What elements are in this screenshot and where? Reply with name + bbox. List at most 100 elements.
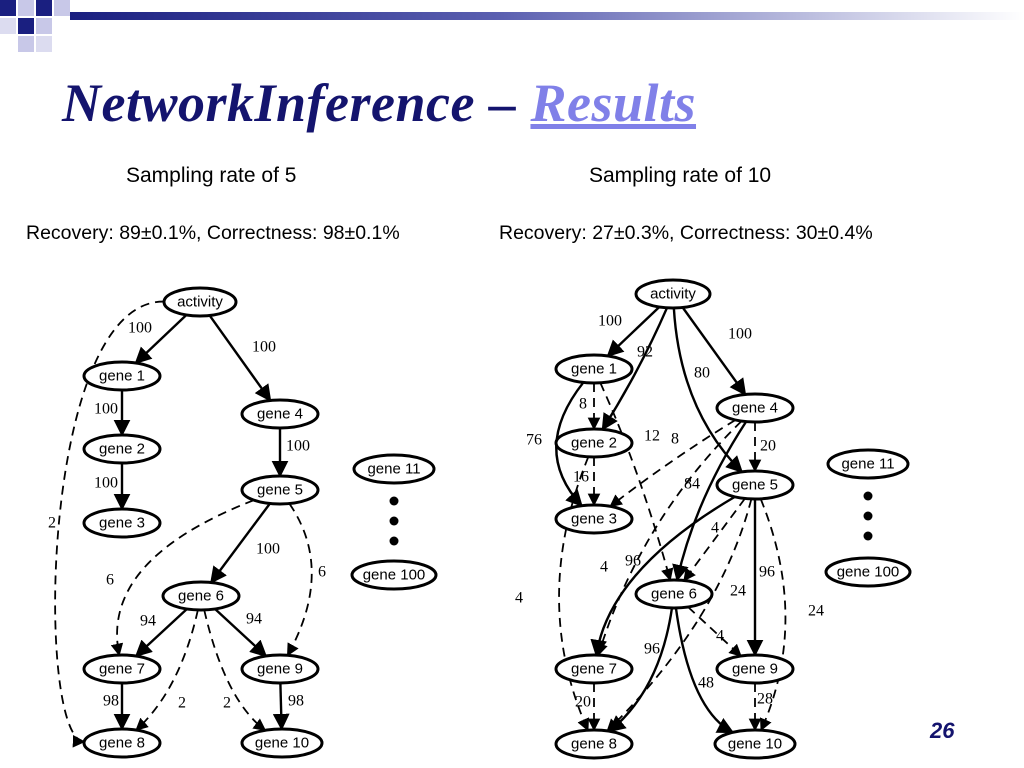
node-gene6-label: gene 6 (651, 586, 697, 603)
node-gene2-label: gene 2 (99, 441, 145, 458)
edge-label-activity-to-gene1: 100 (598, 313, 622, 330)
edge-gene6-to-gene7 (134, 608, 188, 658)
results-link[interactable]: Results (530, 73, 697, 133)
left-stats: Recovery: 89±0.1%, Correctness: 98±0.1% (26, 222, 400, 244)
edge-label-gene6-to-gene10: 48 (698, 675, 714, 692)
node-gene4-label: gene 4 (732, 400, 778, 417)
edge-label-gene9-to-gene10: 98 (288, 693, 304, 710)
right-stats: Recovery: 27±0.3%, Correctness: 30±0.4% (499, 222, 873, 244)
edge-gene9-to-gene10 (272, 682, 290, 731)
edge-gene6-to-gene8 (608, 607, 674, 733)
node-gene100-label: gene 100 (837, 564, 900, 581)
node-gene10-label: gene 10 (255, 735, 309, 752)
edge-label-gene9-to-gene10: 28 (757, 691, 773, 708)
node-activity: activity (634, 278, 712, 310)
edge-label-activity-to-gene2: 92 (637, 344, 653, 361)
edge-label-gene5-to-gene10: 24 (808, 603, 824, 620)
left-subtitle: Sampling rate of 5 (126, 164, 297, 187)
edge-gene1-to-gene6 (599, 382, 674, 582)
node-gene11-label: gene 11 (367, 461, 420, 478)
edge-activity-to-gene5 (672, 307, 744, 474)
node-gene1: gene 1 (82, 360, 162, 392)
edge-gene4-to-gene3 (609, 419, 736, 508)
title-main: NetworkInference (62, 73, 475, 133)
node-gene1-label: gene 1 (571, 361, 617, 378)
node-gene9: gene 9 (715, 653, 795, 685)
edge-label-gene2-to-gene8: 4 (515, 590, 523, 607)
node-gene2: gene 2 (82, 433, 162, 465)
edge-gene5-to-gene6 (683, 497, 746, 582)
node-gene8-shape (82, 727, 162, 759)
edge-activity-to-gene1 (606, 306, 661, 358)
edge-label-activity-to-gene8: 2 (48, 515, 56, 532)
edge-gene6-to-gene8 (135, 609, 199, 731)
node-gene4-shape (240, 398, 320, 430)
node-gene10-shape (713, 728, 797, 760)
edge-gene6-to-gene9 (214, 608, 268, 658)
node-gene11-shape (352, 453, 436, 485)
node-gene3-label: gene 3 (99, 515, 145, 532)
node-gene6: gene 6 (634, 578, 714, 610)
node-gene9-shape (715, 653, 795, 685)
node-activity: activity (162, 286, 238, 318)
node-gene100-shape (824, 556, 912, 588)
node-gene3-shape (82, 507, 162, 539)
edge-label-gene5-to-gene6: 100 (256, 541, 280, 558)
edge-label-gene5-to-gene9: 6 (318, 564, 326, 581)
node-gene5: gene 5 (715, 469, 795, 501)
edge-label-gene5-to-gene8: 24 (730, 583, 746, 600)
title-separator: – (474, 73, 531, 133)
node-activity-shape (162, 286, 238, 318)
node-gene1-shape (554, 353, 634, 385)
node-gene10-shape (240, 727, 324, 759)
node-gene7: gene 7 (82, 653, 162, 685)
edge-label-gene6-to-gene9: 4 (716, 628, 724, 645)
node-gene3: gene 3 (554, 503, 634, 535)
node-gene7-shape (554, 653, 634, 685)
edge-label-activity-to-gene4: 100 (252, 339, 276, 356)
node-activity-label: activity (177, 294, 223, 311)
edge-gene5-to-gene7 (590, 495, 736, 657)
node-gene11-shape (826, 448, 910, 480)
edge-gene5-to-gene8 (606, 498, 753, 732)
node-gene10-label: gene 10 (728, 736, 782, 753)
edge-label-gene4-to-gene5: 100 (286, 438, 310, 455)
node-gene6: gene 6 (161, 580, 241, 612)
node-gene3-shape (554, 503, 634, 535)
node-gene5-label: gene 5 (257, 482, 303, 499)
ellipsis-dot-3 (389, 536, 399, 546)
edge-label-gene5-to-gene9: 96 (759, 564, 775, 581)
node-activity-shape (634, 278, 712, 310)
node-gene5-shape (240, 474, 320, 506)
edge-gene5-to-gene7 (110, 499, 255, 657)
page-number: 26 (930, 718, 955, 743)
node-gene9-label: gene 9 (732, 661, 778, 678)
node-gene8-label: gene 8 (99, 735, 145, 752)
node-gene7-label: gene 7 (99, 661, 145, 678)
edge-activity-to-gene4 (208, 314, 272, 402)
edge-label-gene4-to-gene3: 8 (671, 431, 679, 448)
ellipsis-dot-2 (863, 511, 873, 521)
edge-label-gene7-to-gene8: 20 (575, 694, 591, 711)
node-gene100-shape (350, 559, 438, 591)
edge-activity-to-gene1 (134, 314, 188, 365)
edge-label-gene1-to-gene3: 76 (526, 432, 542, 449)
edge-gene5-to-gene6 (210, 502, 271, 584)
node-gene2-shape (82, 433, 162, 465)
ellipsis-dot-3 (863, 531, 873, 541)
slide-title: NetworkInference – Results (62, 72, 696, 134)
node-gene6-shape (161, 580, 241, 612)
edge-label-activity-to-gene5: 80 (694, 365, 710, 382)
edge-label-gene6-to-gene9: 94 (246, 611, 262, 628)
edge-label-gene6-to-gene10: 2 (223, 695, 231, 712)
node-gene10: gene 10 (713, 728, 797, 760)
node-gene8: gene 8 (554, 728, 634, 760)
node-gene5: gene 5 (240, 474, 320, 506)
edge-activity-to-gene8 (54, 300, 165, 748)
edge-label-gene5-to-gene7: 6 (106, 572, 114, 589)
edge-label-gene1-to-gene2: 100 (94, 401, 118, 418)
node-gene4: gene 4 (240, 398, 320, 430)
